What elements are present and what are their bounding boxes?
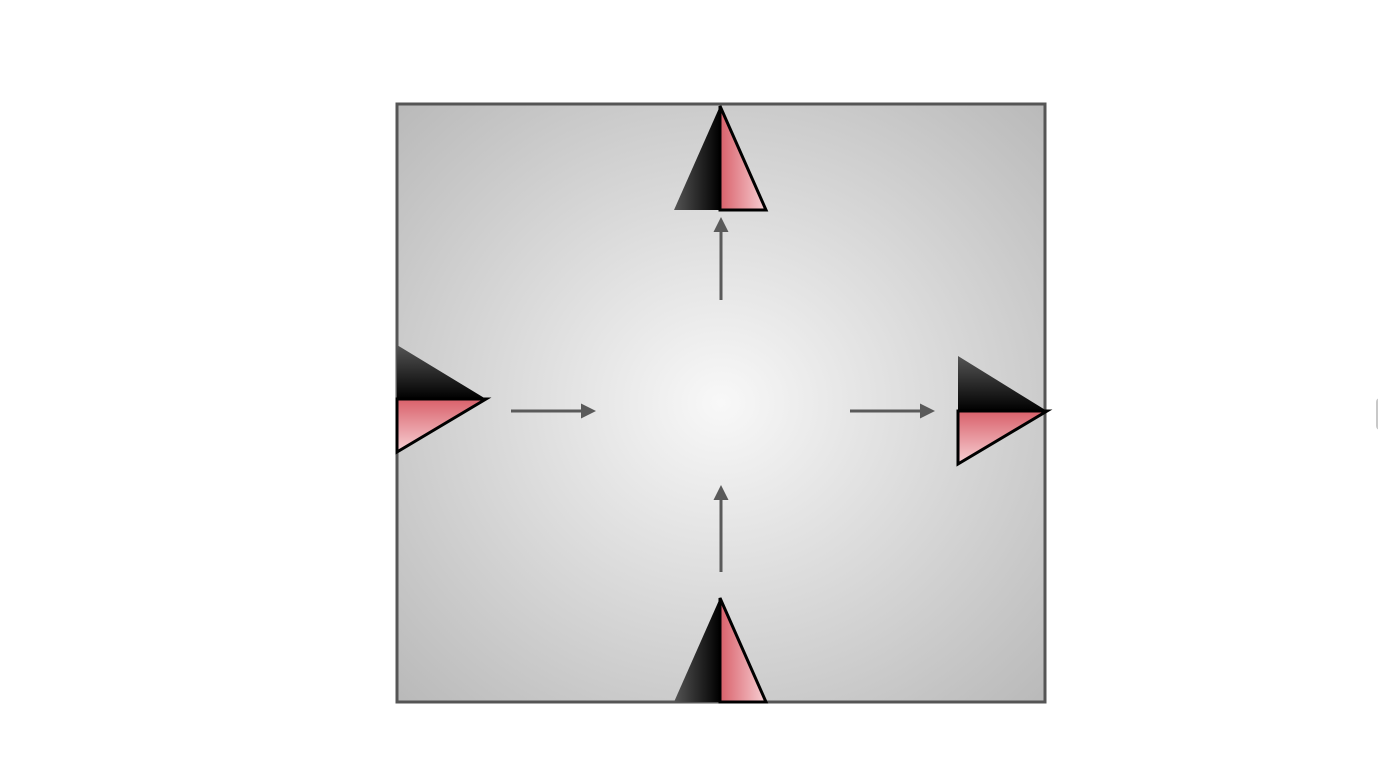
edge-fragment (1376, 398, 1378, 430)
left-marker (395, 345, 492, 455)
right-marker (956, 356, 1053, 467)
bottom-marker (674, 597, 769, 704)
top-marker (674, 105, 769, 212)
